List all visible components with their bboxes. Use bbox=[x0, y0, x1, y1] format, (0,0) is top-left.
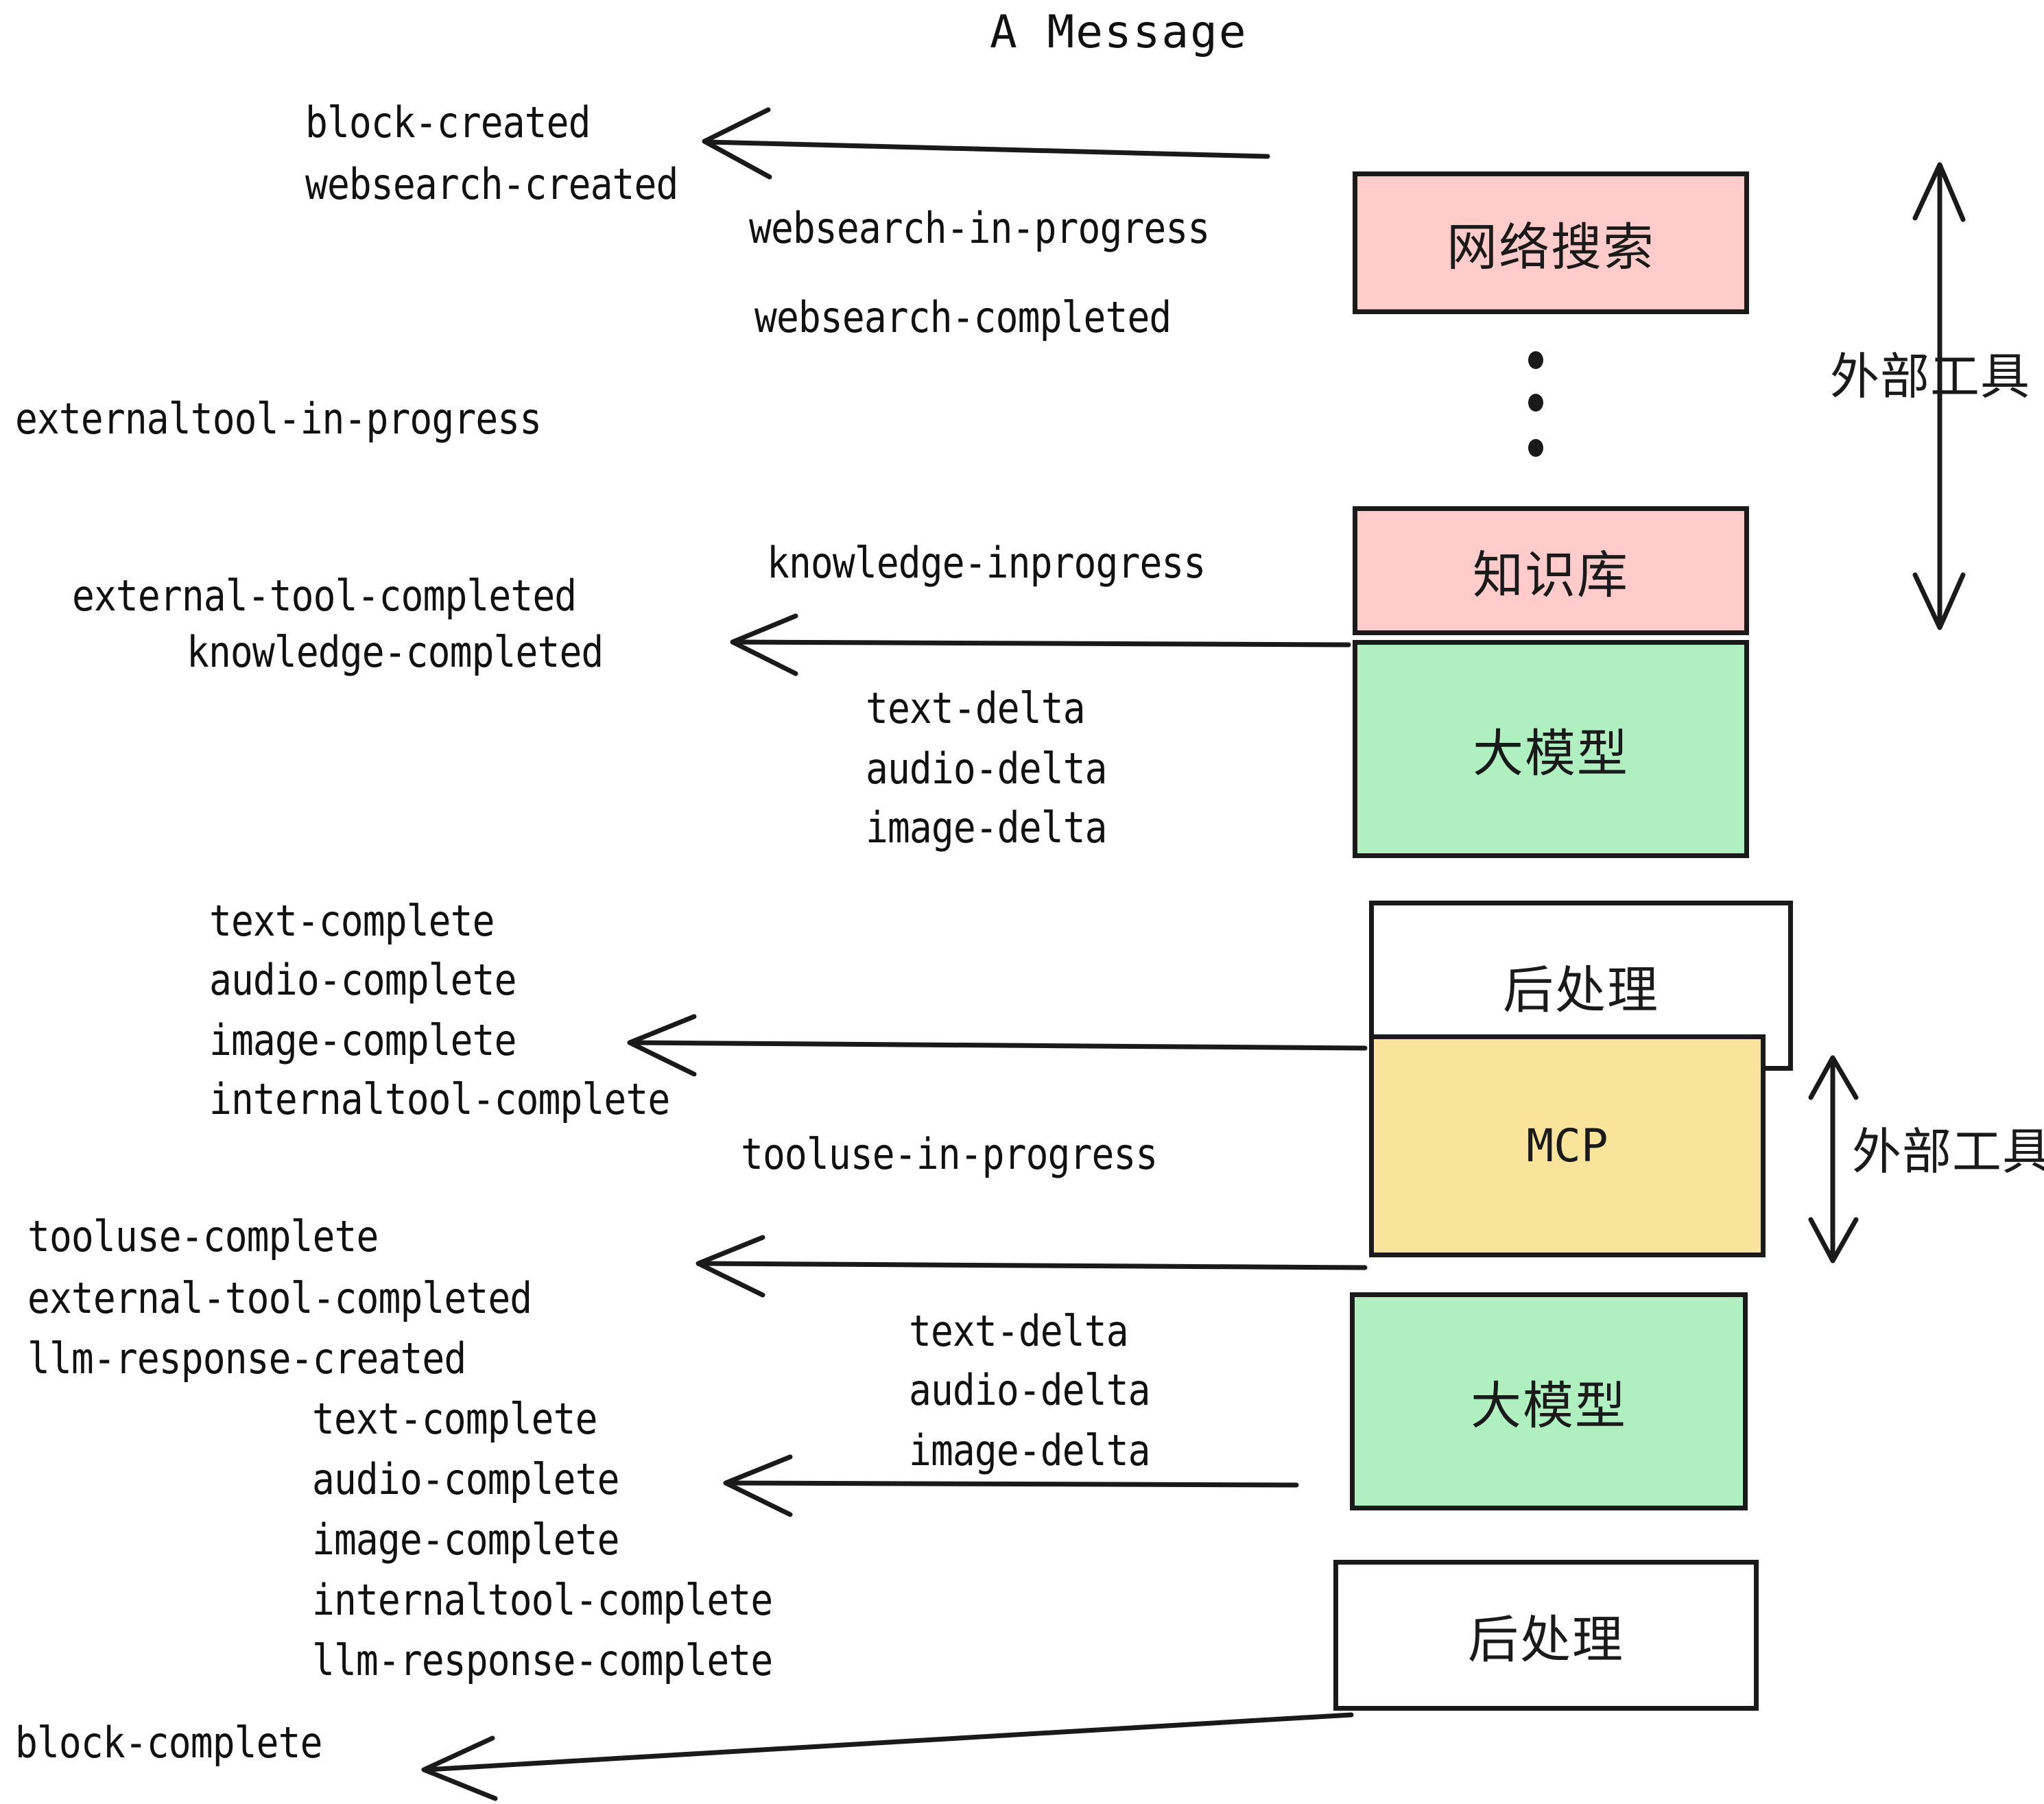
side-label-external-tool-bottom: 外部工具 bbox=[1852, 1123, 2044, 1180]
ellipsis-dot-3 bbox=[1528, 439, 1543, 457]
side-label-external-tool-top: 外部工具 bbox=[1830, 348, 2031, 405]
node-knowledge-label: 知识库 bbox=[1473, 545, 1629, 605]
arrow-postprocess-to-image-complete bbox=[627, 1014, 1368, 1077]
bracket-external-tool-bottom bbox=[1808, 1055, 1859, 1263]
node-postprocess-1-label: 后处理 bbox=[1503, 960, 1659, 1020]
event-text-delta-1: text-delta bbox=[866, 683, 1086, 733]
ellipsis-dot-1 bbox=[1528, 351, 1543, 369]
event-internaltool-complete-1: internaltool-complete bbox=[209, 1074, 670, 1124]
event-knowledge-inprogress: knowledge-inprogress bbox=[767, 538, 1206, 588]
node-postprocess-2-label: 后处理 bbox=[1468, 1610, 1624, 1670]
event-websearch-completed: websearch-completed bbox=[754, 292, 1172, 342]
event-text-complete-1: text-complete bbox=[209, 896, 495, 946]
event-tooluse-complete: tooluse-complete bbox=[27, 1211, 379, 1261]
event-externaltool-in-progress: externaltool-in-progress bbox=[15, 394, 542, 444]
event-websearch-in-progress: websearch-in-progress bbox=[749, 203, 1210, 253]
event-audio-complete-2: audio-complete bbox=[312, 1454, 619, 1504]
event-text-delta-2: text-delta bbox=[909, 1306, 1129, 1356]
event-llm-response-complete: llm-response-complete bbox=[312, 1635, 773, 1685]
event-audio-complete-1: audio-complete bbox=[209, 955, 516, 1005]
diagram-title: A Message bbox=[990, 5, 1248, 58]
event-block-complete: block-complete bbox=[15, 1718, 322, 1768]
arrow-websearch-to-block-created bbox=[702, 107, 1270, 180]
event-image-delta-2: image-delta bbox=[909, 1425, 1151, 1475]
node-knowledge[interactable]: 知识库 bbox=[1353, 506, 1749, 635]
arrow-postprocess2-to-block-complete bbox=[421, 1712, 1354, 1801]
node-postprocess-2[interactable]: 后处理 bbox=[1333, 1560, 1759, 1711]
node-websearch[interactable]: 网络搜索 bbox=[1353, 171, 1749, 314]
node-llm-1[interactable]: 大模型 bbox=[1353, 640, 1749, 858]
event-image-complete-2: image-complete bbox=[312, 1515, 619, 1565]
event-image-complete-1: image-complete bbox=[209, 1015, 516, 1065]
ellipsis-dot-2 bbox=[1528, 394, 1543, 412]
event-internaltool-complete-2: internaltool-complete bbox=[312, 1575, 773, 1625]
event-websearch-created: websearch-created bbox=[305, 159, 678, 209]
node-llm-2-label: 大模型 bbox=[1471, 1376, 1627, 1436]
node-websearch-label: 网络搜索 bbox=[1447, 217, 1655, 277]
event-image-delta-1: image-delta bbox=[866, 803, 1108, 853]
event-external-tool-completed-1: external-tool-completed bbox=[72, 571, 577, 621]
arrow-knowledge-to-knowledge-completed bbox=[730, 613, 1351, 676]
node-llm-2[interactable]: 大模型 bbox=[1350, 1292, 1748, 1510]
event-external-tool-completed-2: external-tool-completed bbox=[27, 1273, 532, 1323]
event-knowledge-completed: knowledge-completed bbox=[187, 627, 604, 677]
event-audio-delta-1: audio-delta bbox=[866, 744, 1108, 794]
event-audio-delta-2: audio-delta bbox=[909, 1365, 1151, 1415]
arrow-mcp-to-tooluse-complete bbox=[696, 1235, 1368, 1298]
event-text-complete-2: text-complete bbox=[312, 1394, 597, 1444]
event-llm-response-created: llm-response-created bbox=[27, 1333, 466, 1384]
node-mcp[interactable]: MCP bbox=[1369, 1034, 1766, 1257]
event-tooluse-in-progress: tooluse-in-progress bbox=[741, 1129, 1158, 1179]
node-mcp-label: MCP bbox=[1526, 1119, 1608, 1172]
event-block-created: block-created bbox=[305, 97, 591, 147]
node-llm-1-label: 大模型 bbox=[1473, 724, 1629, 783]
